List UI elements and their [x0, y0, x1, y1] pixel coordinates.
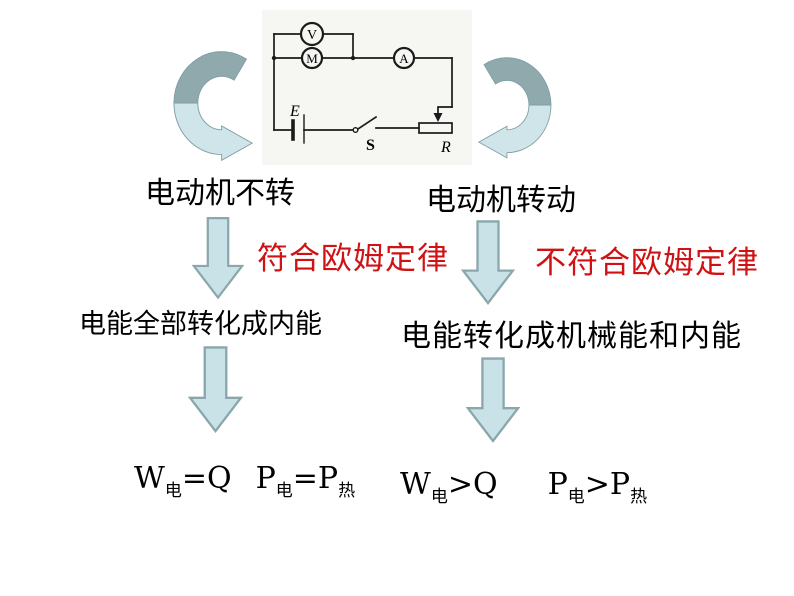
energy-all-to-heat-label: 电能全部转化成内能	[79, 309, 322, 339]
switch-pivot	[352, 126, 359, 133]
ammeter-label: A	[399, 51, 409, 66]
curved-arrow-right-top-band	[483, 57, 552, 106]
obeys-ohms-law-label: 符合欧姆定律	[257, 241, 449, 276]
junction-dot-left	[271, 55, 277, 61]
rheostat-slider-arrowhead	[433, 113, 443, 122]
switch-label: S	[366, 137, 375, 154]
wire-slider-jog	[437, 106, 453, 115]
curved-arrow-left-top-band	[173, 51, 248, 104]
violates-ohms-law-label: 不符合欧姆定律	[535, 245, 759, 280]
motor-label: M	[306, 51, 318, 66]
curved-arrow-left-icon	[173, 51, 254, 162]
switch-blade	[356, 115, 378, 131]
motor-not-turning-label: 电动机不转	[145, 177, 295, 210]
down-arrow-icon-right-1	[461, 220, 515, 306]
motor-turning-label: 电动机转动	[426, 184, 576, 217]
motor-symbol	[300, 46, 324, 70]
circuit-diagram: V M A E S R	[262, 10, 472, 165]
rheostat-symbol	[418, 122, 453, 134]
curved-arrow-right-icon	[477, 57, 552, 159]
rheostat-label: R	[440, 139, 451, 156]
circuit-scan-background	[262, 10, 472, 165]
energy-to-mechanical-and-heat-label: 电能转化成机械能和内能	[401, 320, 742, 353]
curved-arrow-right-bottom-band	[477, 104, 552, 159]
ammeter-symbol	[392, 46, 416, 70]
down-arrow-icon-left-2	[188, 346, 243, 433]
down-arrow-icon-right-2	[466, 357, 520, 443]
curved-arrow-left-bottom-band	[173, 102, 254, 162]
voltmeter-label: V	[307, 28, 317, 43]
voltmeter-symbol	[299, 21, 325, 47]
battery-label: E	[289, 103, 300, 120]
down-arrow-icon-left-1	[192, 216, 244, 300]
junction-dot-right	[350, 55, 356, 61]
